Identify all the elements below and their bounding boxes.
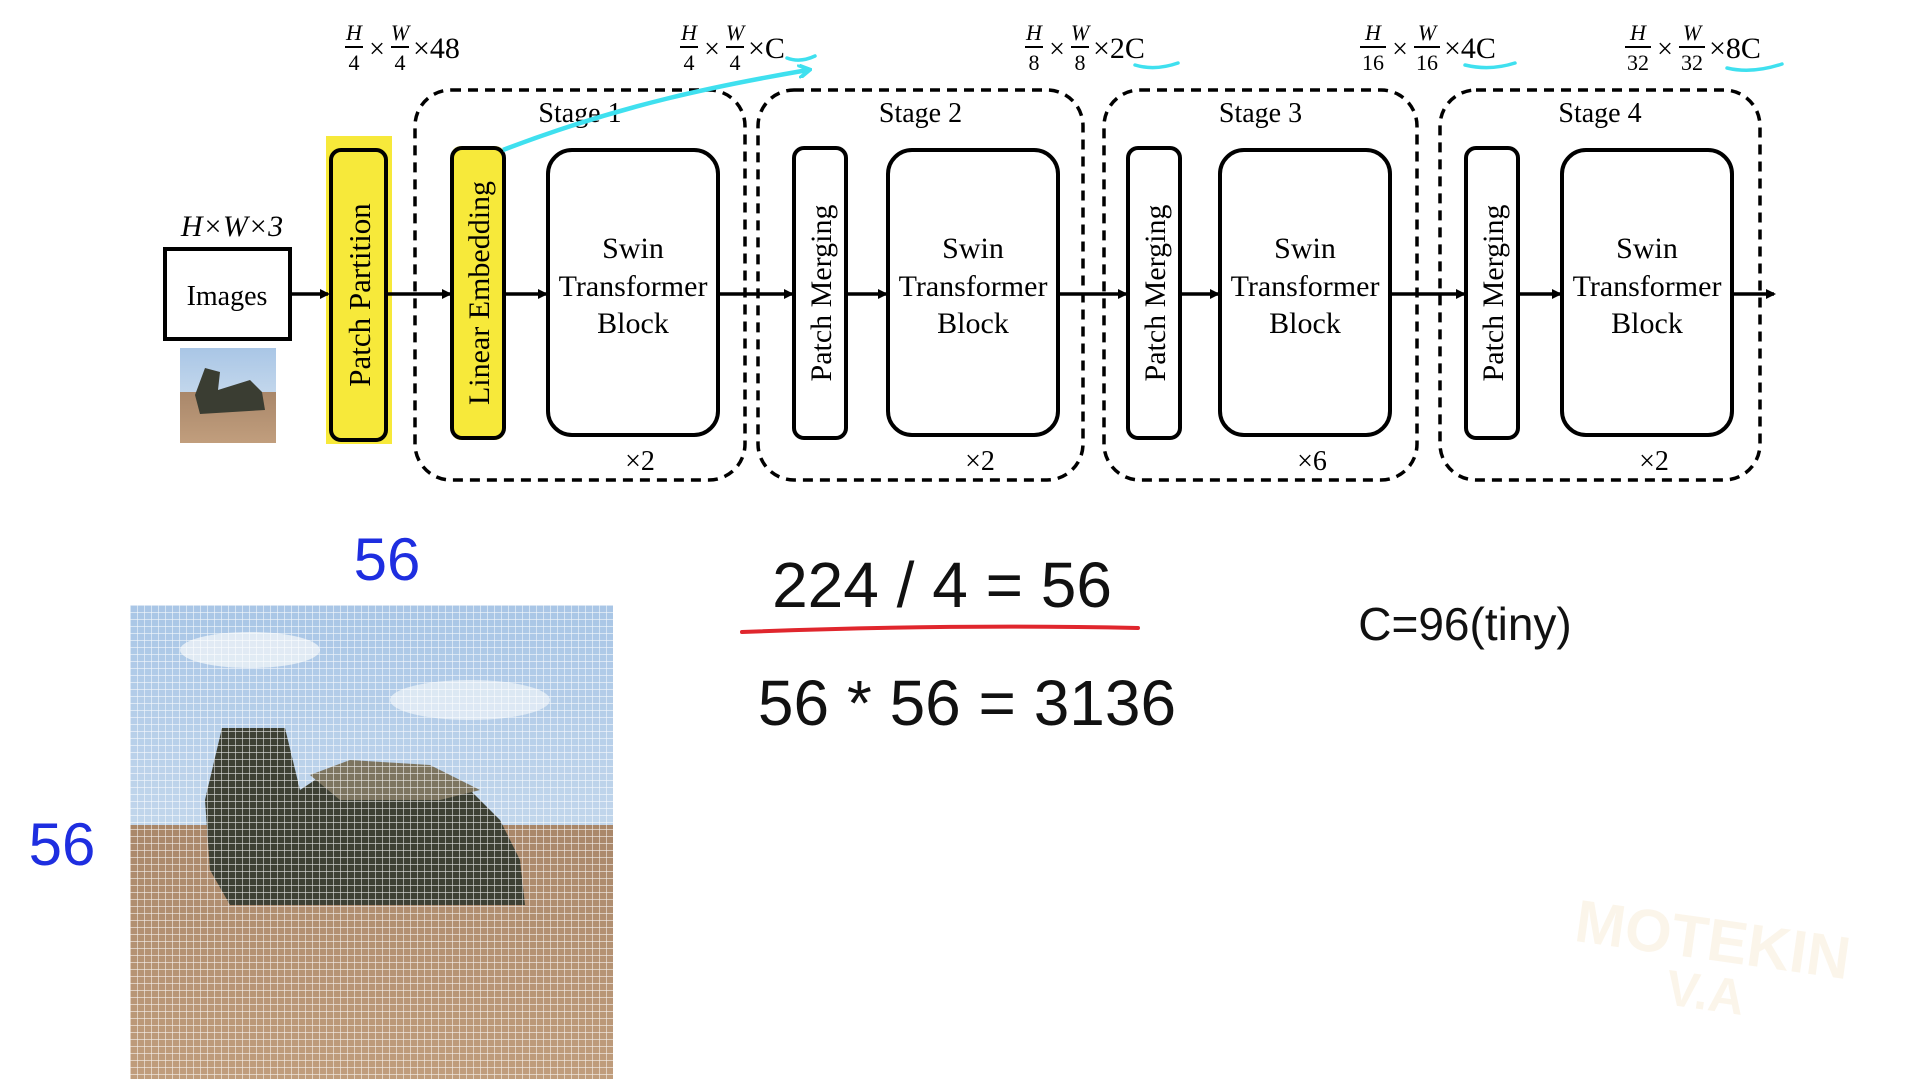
swin-block-label-line-2: Transformer [1573,270,1722,303]
dim-label-5: H32×W32×8C [1625,20,1761,75]
dim-tail: ×2C [1093,32,1145,65]
math-line-1: 224 / 4 = 56 [772,549,1112,621]
svg-text:×: × [704,34,720,65]
stage-3: Stage 3 Patch Merging SwinTransformerBlock… [1102,88,1419,482]
dim-tail: ×4C [1444,32,1496,65]
swin-block-label-line-3: Block [597,307,669,340]
fraction-numerator: H [1025,20,1043,45]
cyan-underlines [785,54,1784,72]
patch-partition-label: Patch Partition [342,203,377,387]
stage-repeat-count: ×6 [1297,446,1327,477]
linear-embedding-highlight [451,146,505,440]
fraction-numerator: W [1683,20,1703,45]
math-note: C=96(tiny) [1358,598,1571,650]
svg-text:×: × [1392,34,1408,65]
dim-tail: ×8C [1709,32,1761,65]
dim-tail: ×48 [413,32,460,65]
stage-repeat-count: ×2 [1639,446,1669,477]
fraction-numerator: W [726,20,746,45]
svg-text:V.A: V.A [1663,959,1749,1025]
fraction-denominator: 4 [730,50,741,75]
fraction-denominator: 4 [395,50,406,75]
dim-label-4: H16×W16×4C [1360,20,1496,75]
fraction-denominator: 32 [1681,50,1703,75]
swin-block-label-line-1: Swin [1274,232,1336,265]
grid-left-label: 56 [29,811,96,878]
grid-top-label: 56 [354,526,421,593]
math-red-underline [740,624,1140,634]
swin-block-label-line-2: Transformer [559,270,708,303]
swin-block-box [1560,148,1734,437]
images-box-label: Images [187,281,268,312]
swin-block-label-line-3: Block [937,307,1009,340]
fraction-numerator: H [680,20,698,45]
fraction-denominator: 4 [684,50,695,75]
dim-label-2: H 4 ×W 4 ×C [680,20,785,75]
dim-tail: ×C [748,32,785,65]
fraction-numerator: W [391,20,411,45]
fraction-denominator: 8 [1029,50,1040,75]
swin-block-label-line-3: Block [1269,307,1341,340]
patch-partition-highlight [326,136,392,444]
svg-text:×: × [1049,34,1065,65]
fraction-denominator: 4 [349,50,360,75]
patch-merging-label: Patch Merging [805,205,838,382]
stage-repeat-count: ×2 [625,446,655,477]
patch-merging-label: Patch Merging [1477,205,1510,382]
stage-2: Stage 2 Patch Merging SwinTransformerBlock… [756,88,1085,482]
fraction-denominator: 16 [1416,50,1438,75]
swin-block-label-line-2: Transformer [1231,270,1380,303]
stage-title: Stage 4 [1558,98,1641,129]
fraction-numerator: H [345,20,363,45]
fraction-denominator: 8 [1075,50,1086,75]
swin-block-label-line-2: Transformer [899,270,1048,303]
watermark-logo: MOTEKIN V.A [1571,887,1854,1026]
stage-border [756,88,1085,482]
patch-merging-label: Patch Merging [1139,205,1172,382]
dim-label-3: H 8 ×W 8 ×2C [1025,20,1145,75]
fraction-numerator: W [1071,20,1091,45]
input-thumbnail [180,348,276,443]
stage-4: Stage 4 Patch Merging SwinTransformerBlock… [1438,88,1762,482]
stage-border [1438,88,1762,482]
fraction-denominator: 32 [1627,50,1649,75]
swin-block-label-line-1: Swin [602,232,664,265]
math-line-2: 56 * 56 = 3136 [758,667,1176,739]
svg-text:×: × [369,34,385,65]
svg-text:×: × [1657,34,1673,65]
fraction-numerator: H [1364,20,1382,45]
fraction-numerator: W [1418,20,1438,45]
swin-block-label-line-1: Swin [942,232,1004,265]
stage-title: Stage 2 [879,98,962,129]
linear-embedding-label: Linear Embedding [463,181,496,405]
swin-block-label-line-3: Block [1611,307,1683,340]
input-dims-label: H×W×3 [180,210,283,243]
stage-title: Stage 3 [1219,98,1302,129]
stage-repeat-count: ×2 [965,446,995,477]
fraction-denominator: 16 [1362,50,1384,75]
patch-grid-image [130,605,613,1079]
images-box [163,247,292,341]
stage-border [413,88,747,482]
stage-border [1102,88,1419,482]
fraction-numerator: H [1629,20,1647,45]
cyan-annotation-arrow [502,70,808,153]
swin-block-label-line-1: Swin [1616,232,1678,265]
dim-label-1: H 4 ×W 4 ×48 [345,20,460,75]
